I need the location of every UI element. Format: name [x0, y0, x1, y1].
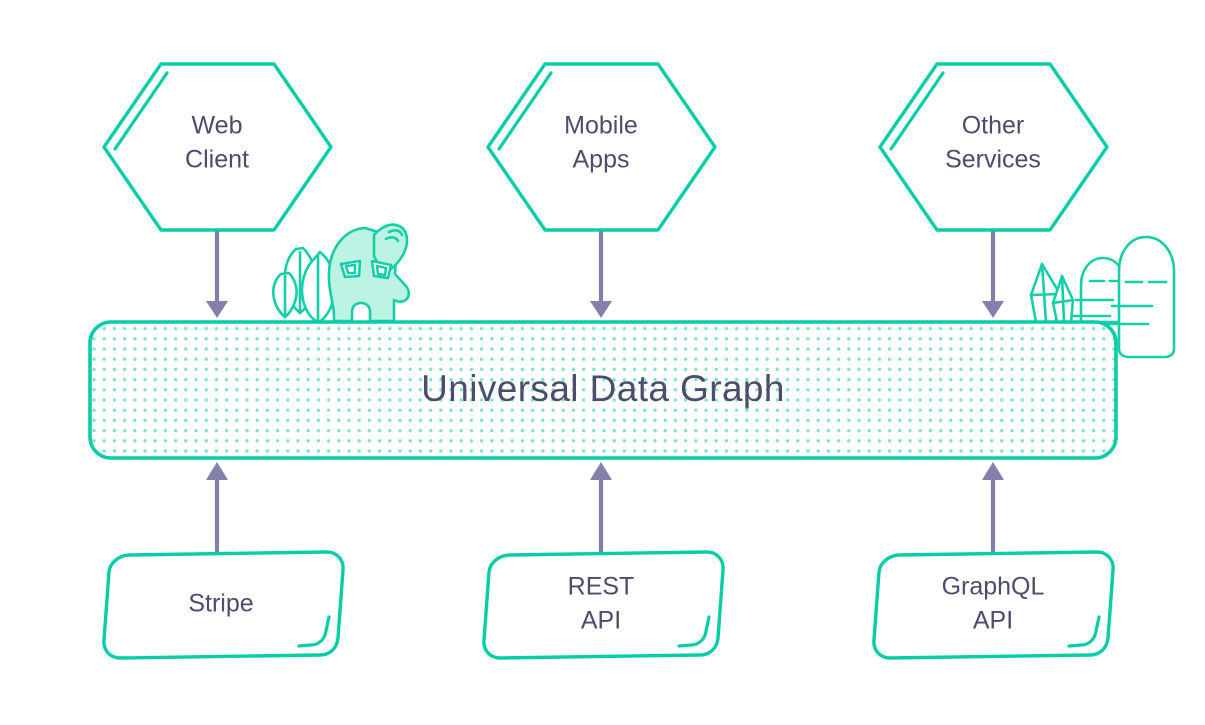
hexagon-shape: [878, 62, 1109, 232]
node-other-services[interactable]: Other Services: [878, 62, 1109, 232]
source-box-shape: [872, 550, 1115, 660]
arrow-stripe-to-graph: [206, 462, 228, 552]
node-label-line1: Other: [962, 112, 1025, 140]
hexagon-shape: [486, 62, 717, 232]
source-box-accent-arc: [677, 615, 711, 648]
hexagon-shape: [102, 62, 333, 232]
plant-tiny-icon: [271, 271, 298, 319]
arrow-other-services-to-graph: [982, 231, 1004, 318]
hexagon-accent-line: [497, 71, 553, 151]
bar-border: [88, 320, 1118, 460]
node-label-line2: API: [973, 607, 1013, 635]
source-box-accent-arc: [297, 615, 331, 648]
node-rest-api[interactable]: REST API: [482, 550, 725, 660]
node-stripe[interactable]: Stripe: [102, 550, 345, 660]
arrow-mobile-apps-to-graph: [590, 231, 612, 318]
node-label-line2: Client: [185, 146, 249, 174]
crystal-cluster-icon: [1029, 262, 1075, 324]
node-label-line1: REST: [568, 573, 635, 601]
universal-data-graph-bar[interactable]: Universal Data Graph: [88, 320, 1118, 460]
source-box-shape: [102, 550, 345, 660]
arrow-rest-api-to-graph: [590, 462, 612, 552]
node-label-line1: GraphQL: [942, 573, 1045, 601]
rocks-scene-illustration: [1029, 235, 1176, 359]
hexagon-accent-line: [113, 71, 169, 151]
node-label-line1: Web: [192, 112, 243, 140]
node-label-line1: Mobile: [564, 112, 638, 140]
node-label-line2: API: [581, 607, 621, 635]
cactus-tall-icon: [1106, 235, 1176, 359]
arrow-graphql-api-to-graph: [982, 462, 1004, 552]
mascot-scene-illustration: [271, 223, 411, 324]
node-label-line1: Stripe: [188, 590, 253, 618]
bar-title-text: Universal Data Graph: [421, 368, 785, 409]
node-label-line2: Apps: [573, 146, 630, 174]
mascot-character-icon: [327, 223, 411, 323]
node-web-client[interactable]: Web Client: [102, 62, 333, 232]
bar-dot-texture: [90, 322, 1116, 458]
node-mobile-apps[interactable]: Mobile Apps: [486, 62, 717, 232]
source-box-shape: [482, 550, 725, 660]
node-graphql-api[interactable]: GraphQL API: [872, 550, 1115, 660]
hexagon-accent-line: [889, 71, 945, 151]
cactus-medium-icon: [1070, 256, 1127, 324]
source-box-accent-arc: [1067, 615, 1101, 648]
arrow-web-client-to-graph: [206, 231, 228, 318]
node-label-line2: Services: [945, 146, 1041, 174]
